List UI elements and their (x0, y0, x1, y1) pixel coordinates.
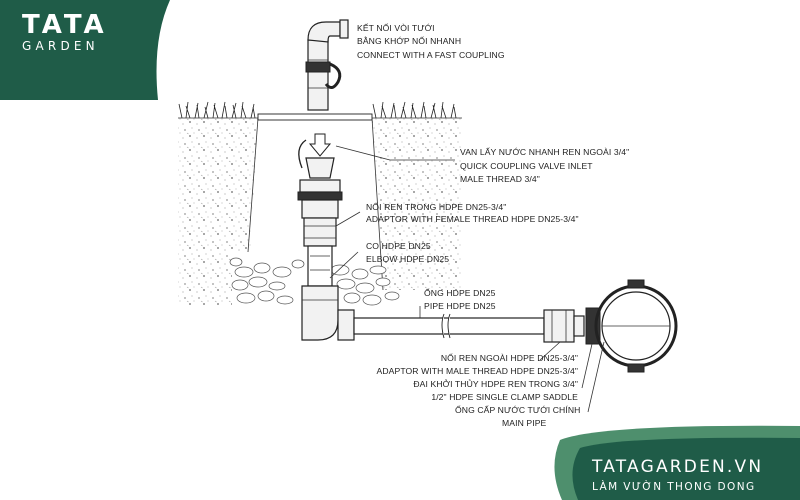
label-saddle-en: 1/2" HDPE SINGLE CLAMP SADDLE (431, 392, 578, 402)
valve-body (301, 199, 339, 219)
label-valve-vi: VAN LẤY NƯỚC NHANH REN NGOÀI 3/4" (460, 147, 629, 157)
coupling-body (307, 39, 329, 111)
leader-lines (329, 145, 605, 413)
ground-section (178, 113, 462, 305)
clamp-saddle (585, 279, 678, 373)
label-coupling: KẾT NỐI VÒI TƯỚI BẰNG KHỚP NỐI NHANH CON… (357, 22, 505, 60)
label-elbow-vi: CO HDPE DN25 (366, 241, 431, 251)
hose-coupling (305, 19, 349, 111)
valve-cap-lever (298, 139, 307, 169)
hdpe-elbow (301, 285, 355, 341)
footer-website: TATAGARDEN.VN (591, 457, 763, 477)
coupling-nut (305, 61, 331, 73)
label-male-adaptor-en: ADAPTOR WITH MALE THREAD HDPE DN25-3/4" (377, 366, 578, 376)
hdpe-pipe (353, 313, 545, 339)
male-adaptor (543, 309, 585, 343)
female-adaptor (303, 217, 337, 247)
brand-logo: TATA GARDEN (0, 0, 170, 100)
elbow-body (301, 285, 339, 341)
footer-slogan: LÀM VƯỜN THONG DONG (592, 480, 756, 493)
trench-edge-right (371, 117, 384, 291)
label-pipe-en: PIPE HDPE DN25 (424, 301, 496, 311)
hose-end (339, 19, 349, 39)
label-male-adaptor-vi: NỐI REN NGOÀI HDPE DN25-3/4" (441, 352, 578, 363)
label-valve: VAN LẤY NƯỚC NHANH REN NGOÀI 3/4" QUICK … (460, 147, 629, 184)
coupling-lever (324, 62, 342, 89)
label-coupling-vi-1: KẾT NỐI VÒI TƯỚI (357, 22, 435, 33)
valve-cap (305, 157, 335, 179)
footer-banner: TATAGARDEN.VN LÀM VƯỜN THONG DONG (554, 425, 800, 500)
label-saddle-vi: ĐAI KHỞI THỦY HDPE REN TRONG 3/4" (413, 378, 578, 389)
label-coupling-en: CONNECT WITH A FAST COUPLING (357, 50, 505, 60)
label-female-adaptor-en: ADAPTOR WITH FEMALE THREAD HDPE DN25-3/4… (366, 214, 579, 224)
label-female-adaptor-vi: NỐI REN TRONG HDPE DN25-3/4" (366, 201, 506, 212)
riser-pipe (307, 245, 333, 287)
label-elbow-en: ELBOW HDPE DN25 (366, 254, 449, 264)
gravel-layer (229, 257, 400, 306)
label-main-pipe-en: MAIN PIPE (502, 418, 547, 428)
label-valve-en-1: QUICK COUPLING VALVE INLET (460, 161, 593, 171)
label-valve-en-2: MALE THREAD 3/4" (460, 174, 540, 184)
main-pipe (601, 291, 671, 361)
label-pipe-vi: ỐNG HDPE DN25 (424, 287, 496, 298)
male-adaptor-thread (573, 315, 585, 337)
cover-plate (257, 113, 373, 121)
brand-name: TATA (22, 10, 108, 40)
pipe-break (441, 313, 451, 339)
brand-subname: GARDEN (22, 39, 99, 53)
label-female-adaptor: NỐI REN TRONG HDPE DN25-3/4" ADAPTOR WIT… (366, 201, 579, 224)
label-saddle: ĐAI KHỞI THỦY HDPE REN TRONG 3/4" 1/2" H… (413, 378, 578, 402)
grass-right (372, 101, 457, 119)
grass-left (178, 101, 256, 119)
saddle-bolt-top (627, 279, 645, 289)
footer-background (572, 437, 800, 500)
label-main-pipe-vi: ỐNG CẤP NƯỚC TƯỚI CHÍNH (455, 404, 580, 415)
label-male-adaptor: NỐI REN NGOÀI HDPE DN25-3/4" ADAPTOR WIT… (377, 352, 578, 376)
insert-arrow (308, 133, 332, 157)
soil-fill (178, 118, 258, 305)
valve-band (297, 191, 343, 201)
male-adaptor-body (543, 309, 575, 343)
label-coupling-vi-2: BẰNG KHỚP NỐI NHANH (357, 35, 461, 46)
coupling-elbow (307, 21, 341, 43)
label-main-pipe: ỐNG CẤP NƯỚC TƯỚI CHÍNH MAIN PIPE (455, 404, 580, 428)
saddle-bolt-bottom (627, 363, 645, 373)
label-elbow: CO HDPE DN25 ELBOW HDPE DN25 (366, 241, 449, 264)
valve-upper-flange (299, 179, 341, 193)
trench-edge-left (247, 117, 259, 253)
soil-fill-right (372, 118, 462, 290)
brand-banner (0, 0, 170, 100)
label-pipe: ỐNG HDPE DN25 PIPE HDPE DN25 (424, 287, 496, 311)
elbow-outlet (337, 309, 355, 341)
female-adaptor-body (303, 217, 337, 247)
